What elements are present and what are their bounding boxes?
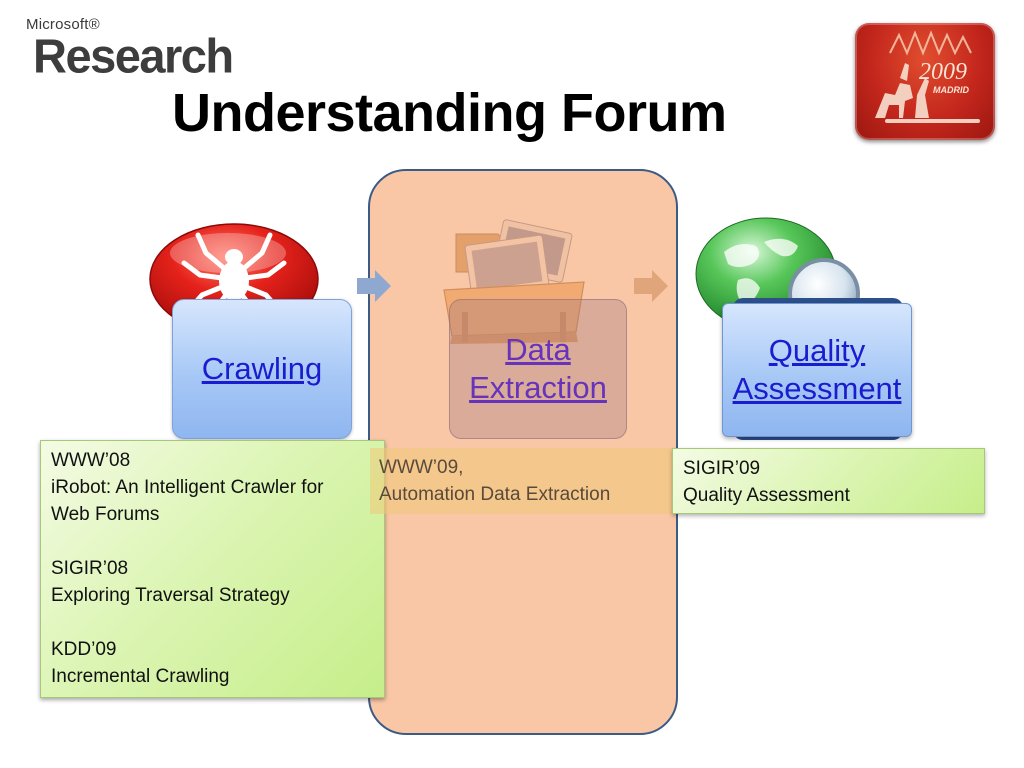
- stage-quality-assessment-link[interactable]: Quality Assessment: [722, 303, 912, 437]
- paper-title: Automation Data Extraction: [379, 484, 611, 505]
- badge-year-text: 2009: [919, 59, 967, 85]
- stage-label[interactable]: Extraction: [469, 370, 607, 405]
- paper-title: Web Forums: [51, 504, 160, 525]
- stage-label[interactable]: Assessment: [732, 371, 902, 406]
- arrow-right-icon: [355, 268, 393, 304]
- paper-title: Incremental Crawling: [51, 666, 230, 687]
- venue-label: SIGIR’09: [683, 458, 761, 479]
- venue-label: KDD’09: [51, 639, 117, 660]
- stage-crawling-link[interactable]: Crawling: [172, 299, 352, 439]
- badge-city-text: MADRID: [933, 85, 969, 95]
- stage-label[interactable]: Data: [505, 332, 571, 367]
- arrow-right-icon: [632, 268, 670, 304]
- crawling-publications-box: WWW’08 iRobot: An Intelligent Crawler fo…: [40, 440, 385, 698]
- stage-label[interactable]: Quality: [768, 333, 866, 368]
- quality-publications-box: SIGIR’09 Quality Assessment: [672, 448, 985, 514]
- paper-title: Quality Assessment: [683, 485, 850, 506]
- research-logo-text: Research: [33, 28, 234, 83]
- stage-label[interactable]: Crawling: [201, 351, 323, 386]
- stage-data-extraction-link[interactable]: Data Extraction: [449, 299, 627, 439]
- extraction-publications-box: WWW’09, Automation Data Extraction: [370, 448, 672, 514]
- paper-title: Exploring Traversal Strategy: [51, 585, 290, 606]
- microsoft-logo-text: Microsoft®: [26, 16, 100, 33]
- slide-title: Understanding Forum: [172, 83, 727, 143]
- venue-label: SIGIR’08: [51, 558, 129, 579]
- conference-badge: 2009 MADRID: [855, 23, 995, 140]
- paper-title: iRobot: An Intelligent Crawler for: [51, 477, 324, 498]
- venue-label: WWW’09,: [379, 457, 464, 478]
- venue-label: WWW’08: [51, 450, 131, 471]
